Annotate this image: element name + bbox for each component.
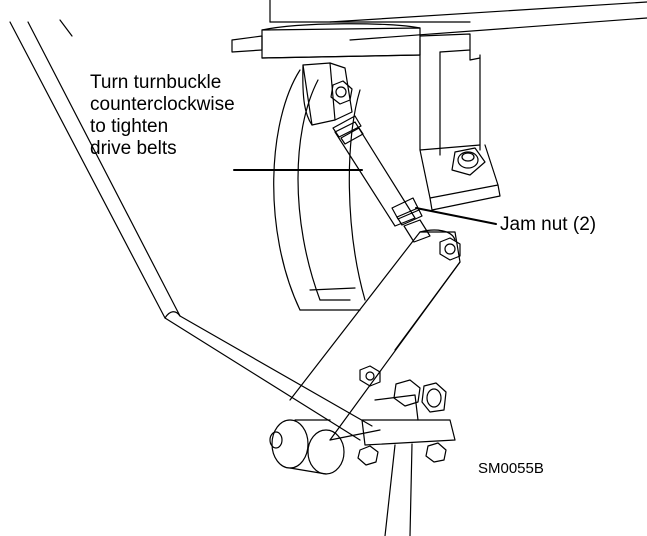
jam-nut-leader-line [415, 207, 497, 225]
turnbuckle-callout: Turn turnbuckle counterclockwise to tigh… [90, 72, 235, 160]
right-bracket [419, 39, 501, 211]
upper-mount-plate [231, 23, 471, 59]
callout-line-3: to tighten [90, 116, 169, 137]
jam-nut-callout: Jam nut (2) [500, 214, 597, 235]
figure-code: SM0055B [478, 460, 544, 477]
turnbuckle [332, 115, 431, 243]
callout-line-1: Turn turnbuckle [90, 72, 222, 93]
upper-clevis [302, 62, 353, 126]
pivot-rod [9, 19, 373, 441]
lower-clamp [357, 379, 456, 536]
pulley [269, 419, 345, 475]
callout-line-4: drive belts [90, 138, 177, 159]
callout-line-2: counterclockwise [90, 94, 235, 115]
top-frame [269, 0, 647, 41]
lower-plate [289, 229, 461, 441]
belt-guard [273, 69, 366, 311]
